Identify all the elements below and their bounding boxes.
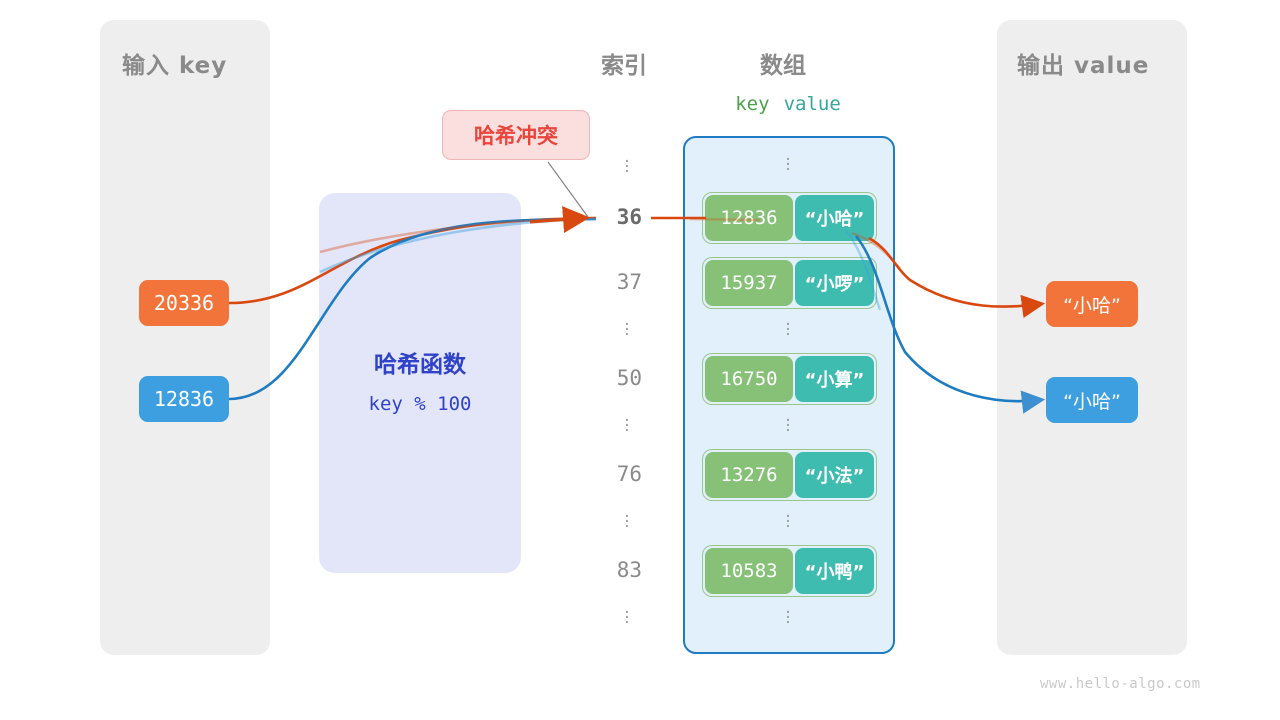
- collision-callout-label: 哈希冲突: [474, 124, 558, 148]
- index-ellipsis-3: ···: [624, 507, 630, 537]
- table-row: 10583 “小鸭”: [702, 545, 877, 597]
- output-panel-title: 输出 value: [1017, 53, 1150, 79]
- index-ellipsis-4: ···: [624, 603, 630, 633]
- table-row: 13276 “小法”: [702, 449, 877, 501]
- collision-callout-box: [442, 110, 590, 160]
- watermark: www.hello-algo.com: [1040, 676, 1201, 692]
- input-key-chip-1: 12836: [139, 376, 229, 422]
- index-label-37: 37: [616, 270, 642, 294]
- row-key: 12836: [705, 195, 793, 241]
- row-value: “小算”: [794, 356, 874, 402]
- array-ellipsis-1: ···: [785, 315, 791, 345]
- key-subheading: key: [735, 93, 770, 115]
- index-label-76: 76: [616, 462, 642, 486]
- table-row: 16750 “小算”: [702, 353, 877, 405]
- index-label-83: 83: [616, 558, 642, 582]
- row-value: “小哈”: [794, 195, 874, 241]
- index-label-50: 50: [616, 366, 642, 390]
- row-value: “小啰”: [794, 260, 874, 306]
- array-ellipsis-2: ···: [785, 411, 791, 441]
- key-value-subheading: key value: [682, 93, 894, 115]
- row-key: 13276: [705, 452, 793, 498]
- array-ellipsis-4: ···: [785, 603, 791, 633]
- row-value: “小鸭”: [794, 548, 874, 594]
- row-value: “小法”: [794, 452, 874, 498]
- index-ellipsis-0: ···: [624, 152, 630, 182]
- output-value-chip-0: “小哈”: [1046, 281, 1138, 327]
- index-column-heading: 索引: [601, 53, 647, 79]
- output-value-chip-1: “小哈”: [1046, 377, 1138, 423]
- array-column-heading: 数组: [760, 53, 806, 79]
- array-ellipsis-0: ···: [785, 150, 791, 180]
- index-label-36: 36: [616, 205, 642, 229]
- hash-function-title: 哈希函数: [374, 352, 466, 378]
- array-ellipsis-3: ···: [785, 507, 791, 537]
- input-key-chip-0: 20336: [139, 280, 229, 326]
- row-key: 10583: [705, 548, 793, 594]
- hash-function-expression: key % 100: [368, 393, 472, 415]
- table-row: 15937 “小啰”: [702, 257, 877, 309]
- input-panel-title: 输入 key: [122, 53, 228, 79]
- index-ellipsis-2: ···: [624, 411, 630, 441]
- row-key: 16750: [705, 356, 793, 402]
- index-ellipsis-1: ···: [624, 315, 630, 345]
- row-key: 15937: [705, 260, 793, 306]
- value-subheading: value: [783, 93, 841, 115]
- table-row: 12836 “小哈”: [702, 192, 877, 244]
